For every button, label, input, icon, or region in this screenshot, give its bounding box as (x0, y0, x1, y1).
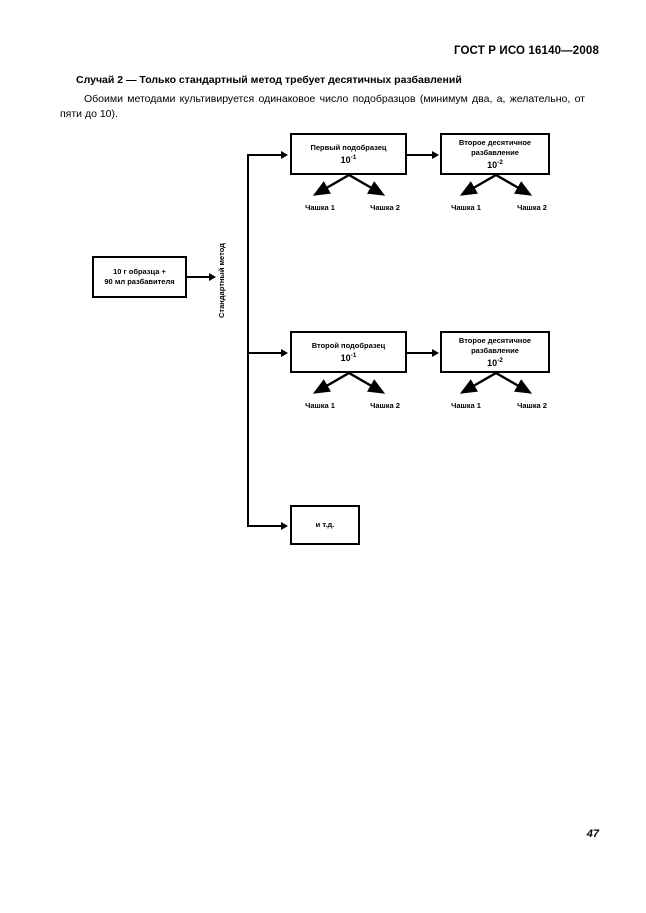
branch-1-node-link-line (407, 154, 433, 156)
branch-2-subsample-title: Второй подобразец (311, 341, 386, 350)
source-to-method-arrowhead (209, 273, 216, 281)
branch-2-subsample-dilution: 10-1 (340, 352, 357, 363)
branch-1-dilution-exponent: -2 (497, 159, 503, 166)
branch-1-dilution-dish-2: Чашка 2 (517, 203, 547, 212)
branch-1-dilution-line1: Второе десятичное (458, 138, 532, 147)
branch-2-dilution-exponent: -2 (497, 357, 503, 364)
branch-2-node-link-line (407, 352, 433, 354)
etc-arrowhead (281, 522, 288, 530)
branch-1-subsample-exponent: -1 (350, 154, 357, 161)
branch-1-node-link-arrowhead (432, 151, 439, 159)
branch-2-dilution-dish-2: Чашка 2 (517, 401, 547, 410)
intro-paragraph: Обоими методами культивируется одинаково… (60, 92, 585, 122)
branch-1-dilution-node: Второе десятичное разбавление 10-2 (440, 133, 550, 175)
branch-2-subsample-dish-2: Чашка 2 (370, 401, 400, 410)
branch-2-dilution-line1: Второе десятичное (458, 336, 532, 345)
branch-2-node-link-arrowhead (432, 349, 439, 357)
branch-2-dilution-fan-arrows (459, 373, 533, 394)
trunk-vertical-line (247, 155, 249, 527)
branch-2-subsample-dish-1: Чашка 1 (305, 401, 335, 410)
branch-1-connector-line (247, 154, 282, 156)
branch-1-subsample-dish-1: Чашка 1 (305, 203, 335, 212)
branch-2-connector-line (247, 352, 282, 354)
etc-node-label: и т.д. (315, 520, 335, 529)
etc-connector-line (247, 525, 282, 527)
page-number: 47 (586, 828, 599, 840)
source-node: 10 г образца + 90 мл разбавителя (92, 256, 187, 298)
branch-1-arrowhead (281, 151, 288, 159)
branch-1-subsample-title: Первый подобразец (310, 143, 387, 152)
branch-1-subsample-dilution: 10-1 (340, 154, 357, 165)
branch-2-subsample-node: Второй подобразец 10-1 (290, 331, 407, 373)
source-node-line1: 10 г образца + (113, 267, 166, 276)
branch-2-dilution-node: Второе десятичное разбавление 10-2 (440, 331, 550, 373)
source-node-line2: 90 мл разбавителя (104, 277, 175, 286)
branch-2-dilution-line2: разбавление (471, 346, 519, 355)
branch-1-dilution-fan-arrows (459, 175, 533, 196)
method-label: Стандартный метод (217, 243, 226, 318)
etc-node: и т.д. (290, 505, 360, 545)
intro-paragraph-text: Обоими методами культивируется одинаково… (60, 93, 585, 120)
branch-1-dilution-line2: разбавление (471, 148, 519, 157)
case-title: Случай 2 — Только стандартный метод треб… (76, 74, 462, 86)
branch-2-subsample-fan-arrows (312, 373, 386, 394)
document-standard-header: ГОСТ Р ИСО 16140—2008 (453, 45, 599, 57)
branch-2-dilution-dish-1: Чашка 1 (451, 401, 481, 410)
branch-1-dilution-value: 10-2 (487, 159, 503, 170)
source-to-method-line (187, 276, 211, 278)
branch-1-dilution-dish-1: Чашка 1 (451, 203, 481, 212)
branch-1-subsample-fan-arrows (312, 175, 386, 196)
branch-2-subsample-exponent: -1 (350, 352, 357, 359)
branch-2-dilution-value: 10-2 (487, 357, 503, 368)
branch-2-arrowhead (281, 349, 288, 357)
branch-1-subsample-dish-2: Чашка 2 (370, 203, 400, 212)
branch-1-subsample-node: Первый подобразец 10-1 (290, 133, 407, 175)
